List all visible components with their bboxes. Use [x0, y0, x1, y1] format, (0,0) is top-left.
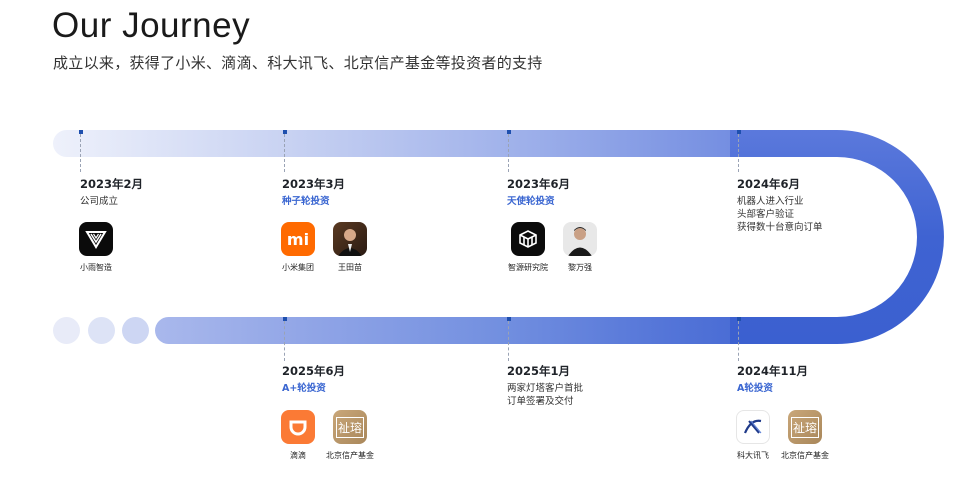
event-date: 2023年6月 [507, 177, 571, 191]
logo-label: 黎万强 [568, 263, 592, 272]
event-desc: 天使轮投资 [507, 196, 555, 207]
event-desc: 种子轮投资 [282, 196, 330, 207]
investor-logos: 科大讯飞 祉瑢 北京信产基金 [727, 410, 831, 461]
timeline-marker [79, 130, 83, 134]
logo-label: 科大讯飞 [737, 451, 769, 460]
track-end-dot [53, 317, 80, 344]
timeline-event-2024-06: 2024年6月 机器人进入行业 头部客户验证 获得数十台意向订单 [737, 176, 823, 234]
timeline-event-2023-03: 2023年3月 种子轮投资 [282, 176, 345, 208]
logo-label: 滴滴 [290, 451, 306, 460]
fund-logo-icon: 祉瑢 [788, 410, 822, 444]
logo-label: 北京信产基金 [781, 451, 829, 460]
fund-logo-icon: 祉瑢 [333, 410, 367, 444]
didi-logo-icon [281, 410, 315, 444]
logo-baai: 智源研究院 [502, 222, 554, 273]
event-date: 2024年6月 [737, 177, 801, 191]
timeline-marker [507, 317, 511, 321]
timeline-connector [284, 134, 285, 172]
timeline-event-2025-06: 2025年6月 A+轮投资 [282, 363, 345, 395]
logo-iflytek: 科大讯飞 [727, 410, 779, 461]
timeline-connector [508, 321, 509, 361]
track-end-dot [88, 317, 115, 344]
timeline-event-2025-01: 2025年1月 两家灯塔客户首批 订单签署及交付 [507, 363, 583, 408]
event-date: 2025年6月 [282, 364, 346, 378]
logo-label: 北京信产基金 [326, 451, 374, 460]
logo-beijing-fund: 祉瑢 北京信产基金 [324, 410, 376, 461]
iflytek-logo-icon [736, 410, 770, 444]
xiaoyu-logo-icon [79, 222, 113, 256]
track-end-dot [122, 317, 149, 344]
logo-xiaoyu: 小雨智造 [70, 222, 122, 273]
logo-wang-tianmiao: 王田苗 [324, 222, 376, 273]
timeline-connector [508, 134, 509, 172]
timeline-marker [737, 317, 741, 321]
timeline-connector [284, 321, 285, 361]
event-desc: 两家灯塔客户首批 订单签署及交付 [507, 383, 584, 407]
page-title: Our Journey [52, 6, 251, 45]
timeline-track-bottom [155, 317, 837, 344]
page-subtitle: 成立以来，获得了小米、滴滴、科大讯飞、北京信产基金等投资者的支持 [53, 54, 543, 72]
event-desc: 公司成立 [80, 196, 119, 207]
timeline-marker [283, 130, 287, 134]
event-desc: 机器人进入行业 头部客户验证 获得数十台意向订单 [737, 196, 823, 233]
event-desc: A+轮投资 [282, 383, 326, 394]
xiaomi-logo-icon: mi [281, 222, 315, 256]
person-photo-icon [563, 222, 597, 256]
investor-logos: 小雨智造 [70, 222, 122, 273]
timeline-marker [283, 317, 287, 321]
person-photo-icon [333, 222, 367, 256]
timeline-connector [80, 134, 81, 172]
logo-label: 小雨智造 [80, 263, 112, 272]
timeline-connector [738, 134, 739, 172]
event-date: 2023年2月 [80, 177, 144, 191]
baai-logo-icon [511, 222, 545, 256]
timeline-connector [738, 321, 739, 361]
logo-xiaomi: mi 小米集团 [272, 222, 324, 273]
investor-logos: 滴滴 祉瑢 北京信产基金 [272, 410, 376, 461]
investor-logos: mi 小米集团 王田苗 [272, 222, 376, 273]
logo-label: 智源研究院 [508, 263, 548, 272]
timeline-event-2023-06: 2023年6月 天使轮投资 [507, 176, 570, 208]
investor-logos: 智源研究院 黎万强 [502, 222, 606, 273]
timeline-event-2023-02: 2023年2月 公司成立 [80, 176, 143, 208]
event-desc: A轮投资 [737, 383, 773, 394]
event-date: 2024年11月 [737, 364, 809, 378]
timeline-track-top [53, 130, 837, 157]
logo-didi: 滴滴 [272, 410, 324, 461]
logo-label: 王田苗 [338, 263, 362, 272]
timeline-marker [737, 130, 741, 134]
timeline-event-2024-11: 2024年11月 A轮投资 [737, 363, 808, 395]
event-date: 2025年1月 [507, 364, 571, 378]
logo-li-wanqiang: 黎万强 [554, 222, 606, 273]
timeline-marker [507, 130, 511, 134]
event-date: 2023年3月 [282, 177, 346, 191]
timeline-track-uturn [730, 130, 944, 344]
logo-beijing-fund: 祉瑢 北京信产基金 [779, 410, 831, 461]
logo-label: 小米集团 [282, 263, 314, 272]
